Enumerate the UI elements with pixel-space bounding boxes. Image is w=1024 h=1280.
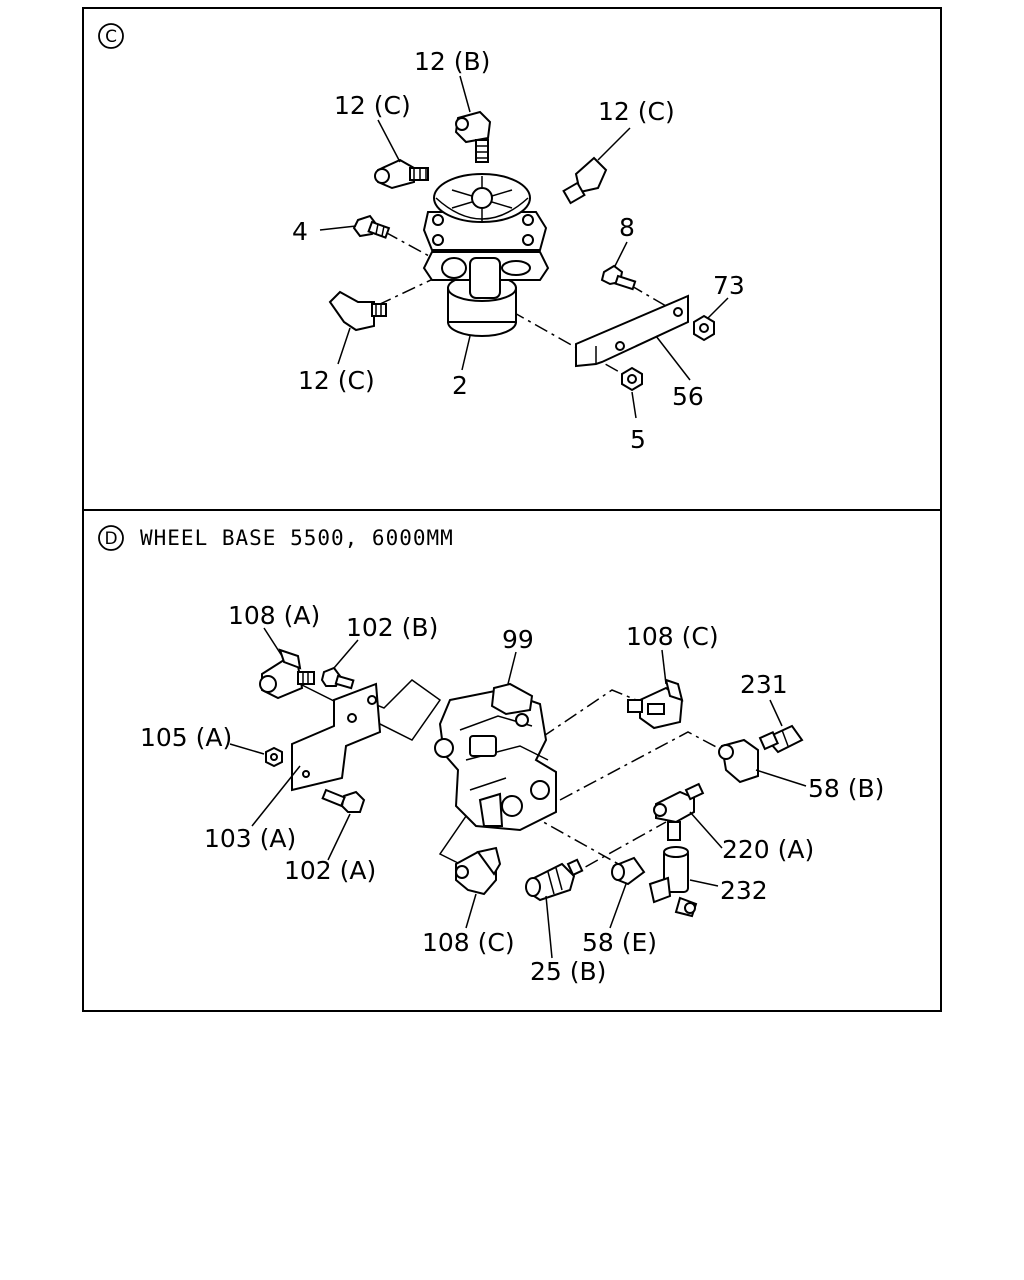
d-leader-220a xyxy=(689,811,723,849)
d-leader-108a xyxy=(263,627,283,657)
c-leader-2 xyxy=(461,335,471,371)
panel-d-marker: D xyxy=(98,525,124,551)
panel-c-marker: C xyxy=(98,23,124,49)
d-leader-58b xyxy=(755,769,807,787)
d-label-220a: 220 (A) xyxy=(722,835,814,864)
c-label-12c-bottom: 12 (C) xyxy=(298,366,375,395)
c-label-12c-right: 12 (C) xyxy=(598,97,675,126)
c-label-12b: 12 (B) xyxy=(414,47,490,76)
d-line-58b xyxy=(559,731,723,801)
d-nut-part-105a xyxy=(265,746,283,768)
d-elbow-fitting-108c-bottom xyxy=(455,846,502,896)
d-elbow-fitting-part-58b xyxy=(718,738,759,784)
d-label-232: 232 xyxy=(720,876,768,905)
d-leader-102b xyxy=(333,639,359,669)
d-label-231: 231 xyxy=(740,670,788,699)
d-fitting-part-58e xyxy=(611,856,646,886)
c-leader-12c-right xyxy=(597,127,631,161)
d-label-105a: 105 (A) xyxy=(140,723,232,752)
d-leader-108c-bottom xyxy=(465,893,477,929)
c-centerline-fitting12c xyxy=(377,269,453,306)
d-relay-valve-part-99 xyxy=(434,682,557,832)
d-leader-99 xyxy=(507,651,517,685)
c-label-56: 56 xyxy=(672,382,704,411)
d-label-99: 99 xyxy=(502,625,534,654)
c-label-5: 5 xyxy=(630,425,646,454)
d-leader-108c-top xyxy=(661,649,667,685)
d-line-58e xyxy=(503,799,623,867)
d-bolt-part-102b xyxy=(320,666,355,690)
d-elbow-fitting-108c-top xyxy=(627,678,684,730)
panel-d-frame xyxy=(82,509,942,1012)
d-leader-231 xyxy=(769,699,783,727)
d-bracket-part-103a xyxy=(291,682,382,792)
d-label-102b: 102 (B) xyxy=(346,613,438,642)
panel-c-marker-letter: C xyxy=(105,27,117,47)
d-label-108c-top: 108 (C) xyxy=(626,622,719,651)
c-bolt-part-8 xyxy=(600,264,637,291)
d-line-108a-to-valve xyxy=(299,679,442,741)
c-label-12c-left: 12 (C) xyxy=(334,91,411,120)
c-bracket-part-56 xyxy=(575,294,689,368)
d-label-58e: 58 (E) xyxy=(582,928,657,957)
d-elbow-fitting-108a xyxy=(259,648,315,700)
d-label-58b: 58 (B) xyxy=(808,774,884,803)
panel-d-marker-letter: D xyxy=(104,529,117,549)
c-valve-body-part-2 xyxy=(422,173,550,337)
d-fitting-part-231 xyxy=(758,724,804,754)
c-nut-part-5 xyxy=(621,366,643,392)
c-leader-5 xyxy=(631,391,637,419)
d-label-102a: 102 (A) xyxy=(284,856,376,885)
d-label-108c-bottom: 108 (C) xyxy=(422,928,515,957)
d-fitting-part-25b xyxy=(525,858,584,902)
c-elbow-fitting-12c-right xyxy=(562,156,608,205)
c-leader-12c-bottom xyxy=(337,327,351,365)
d-leader-232 xyxy=(689,879,719,887)
c-leader-12b xyxy=(459,75,471,113)
d-leader-102a xyxy=(327,813,351,861)
d-leader-58e xyxy=(609,883,627,929)
panel-d-title: WHEEL BASE 5500, 6000MM xyxy=(140,526,454,550)
d-tee-fitting-part-232 xyxy=(648,846,698,918)
c-leader-8 xyxy=(614,241,628,267)
panel-c: C xyxy=(82,7,942,511)
c-elbow-fitting-12c-bottom xyxy=(328,290,387,332)
d-label-25b: 25 (B) xyxy=(530,957,606,986)
d-leader-103a xyxy=(251,765,301,827)
panel-d: D WHEEL BASE 5500, 6000MM xyxy=(82,509,942,1012)
d-label-108a: 108 (A) xyxy=(228,601,320,630)
c-label-4: 4 xyxy=(292,217,308,246)
d-bolt-part-102a xyxy=(321,788,366,813)
c-bolt-part-4 xyxy=(352,214,391,239)
c-leader-56 xyxy=(655,335,691,381)
c-label-73: 73 xyxy=(713,271,745,300)
c-leader-12c-left xyxy=(377,119,401,163)
c-elbow-fitting-12c-left xyxy=(374,158,429,190)
d-tee-fitting-part-220a xyxy=(653,782,705,841)
c-label-8: 8 xyxy=(619,213,635,242)
d-leader-25b xyxy=(545,895,553,959)
c-elbow-fitting-12b xyxy=(454,110,492,163)
c-leader-73 xyxy=(707,297,729,319)
c-centerline-bolt4 xyxy=(384,231,441,263)
c-nut-part-73 xyxy=(693,314,715,342)
c-leader-4 xyxy=(319,225,357,231)
d-label-103a: 103 (A) xyxy=(204,824,296,853)
c-label-2: 2 xyxy=(452,371,468,400)
d-leader-105a xyxy=(229,743,265,755)
